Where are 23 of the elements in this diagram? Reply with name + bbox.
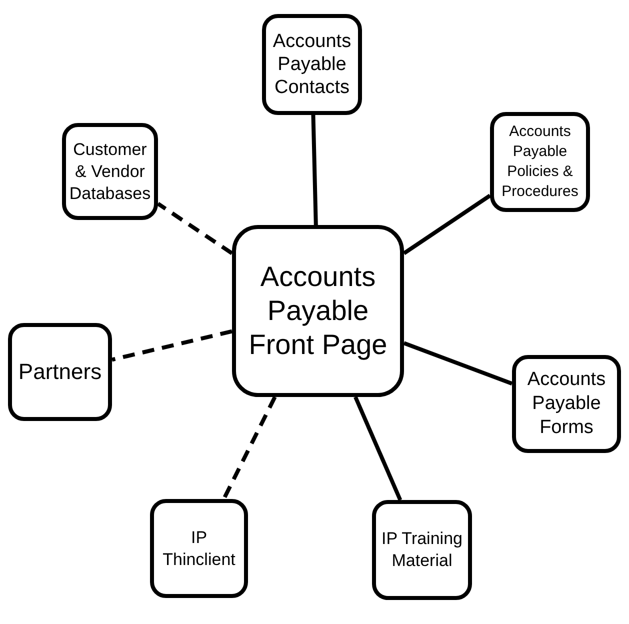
connector-line: [403, 341, 513, 386]
rounded-box: [8, 323, 112, 421]
rounded-box: [490, 112, 590, 212]
connector-line: [354, 396, 402, 501]
rounded-box: [150, 499, 248, 598]
node-label: Partners: [17, 358, 103, 386]
node-label: IP Thinclient: [162, 526, 236, 570]
node-label: Customer & Vendor Databases: [68, 138, 152, 204]
rounded-box: [512, 355, 621, 453]
rounded-box: [372, 500, 472, 600]
rounded-box: [262, 14, 362, 115]
connector-line: [311, 114, 318, 226]
node-label: IP Training Material: [380, 528, 464, 572]
connector-line: [402, 194, 492, 255]
node-label: Accounts Payable Policies & Procedures: [500, 122, 580, 202]
rounded-box: [62, 123, 158, 220]
connector-line: [112, 329, 232, 362]
rounded-box: [232, 225, 404, 397]
node-label: Accounts Payable Front Page: [248, 260, 388, 362]
connector-line: [156, 202, 234, 255]
connector-line: [222, 396, 277, 500]
node-label: Accounts Payable Contacts: [272, 30, 352, 99]
node-label: Accounts Payable Forms: [526, 368, 607, 440]
